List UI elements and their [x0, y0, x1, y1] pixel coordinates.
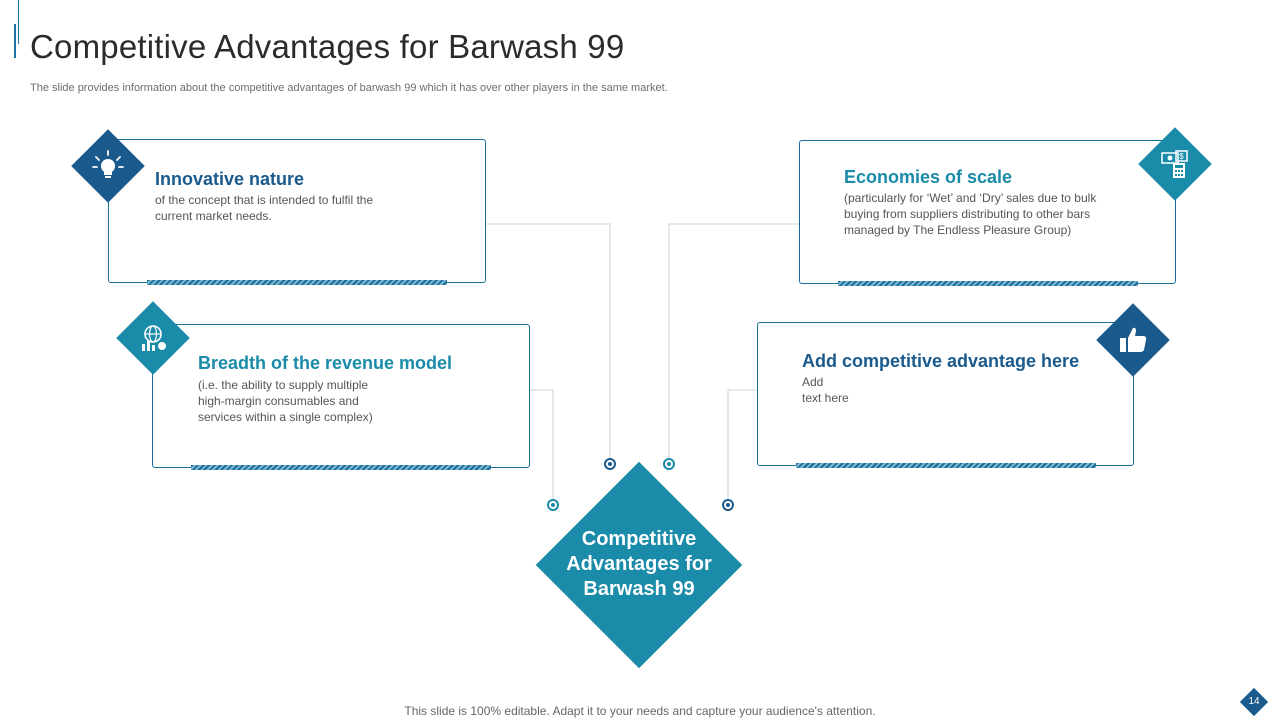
- lightbulb-icon: [82, 140, 134, 192]
- card-text: Add text here: [802, 375, 849, 405]
- thumbs-up-icon: [1107, 314, 1159, 366]
- card-economies-of-scale: Economies of scale (particularly for ‘We…: [799, 140, 1176, 286]
- card-innovative-nature: Innovative nature of the concept that is…: [108, 139, 486, 285]
- connector-innovative: [486, 223, 611, 458]
- center-label: Competitive Advantages for Barwash 99: [566, 528, 712, 600]
- card-revenue-model: Breadth of the revenue model (i.e. the a…: [152, 324, 530, 470]
- card-stripe: [796, 463, 1096, 468]
- globe-chart-icon: [127, 312, 179, 364]
- page-number: 14: [1248, 696, 1260, 707]
- card-heading: Economies of scale: [844, 167, 1013, 187]
- connector-dot-innovative: [604, 458, 616, 470]
- connector-dot-revenue: [547, 499, 559, 511]
- footer-note: This slide is 100% editable. Adapt it to…: [404, 704, 876, 718]
- card-heading: Breadth of the revenue model: [198, 353, 453, 373]
- money-calculator-icon: $: [1149, 138, 1201, 190]
- connector-add: [727, 389, 757, 499]
- card-text: (particularly for ‘Wet’ and ‘Dry’ sales …: [844, 191, 1097, 237]
- title-accent-line: [18, 0, 19, 44]
- card-stripe: [147, 280, 447, 285]
- connector-economies: [668, 223, 799, 458]
- card-heading: Add competitive advantage here: [802, 351, 1080, 371]
- page-title: Competitive Advantages for Barwash 99: [30, 28, 625, 65]
- card-text: of the concept that is intended to fulfi…: [155, 193, 374, 223]
- card-stripe: [838, 281, 1138, 286]
- svg-text:$: $: [1179, 152, 1184, 161]
- page-subtitle: The slide provides information about the…: [30, 82, 668, 94]
- connector-revenue: [530, 389, 554, 499]
- title-accent-bar: [14, 24, 16, 58]
- card-stripe: [191, 465, 491, 470]
- card-heading: Innovative nature: [155, 169, 305, 189]
- card-text: (i.e. the ability to supply multiple hig…: [198, 378, 373, 424]
- connector-dot-economies: [663, 458, 675, 470]
- card-add-advantage: Add competitive advantage here Add text …: [757, 322, 1134, 468]
- connector-dot-add: [722, 499, 734, 511]
